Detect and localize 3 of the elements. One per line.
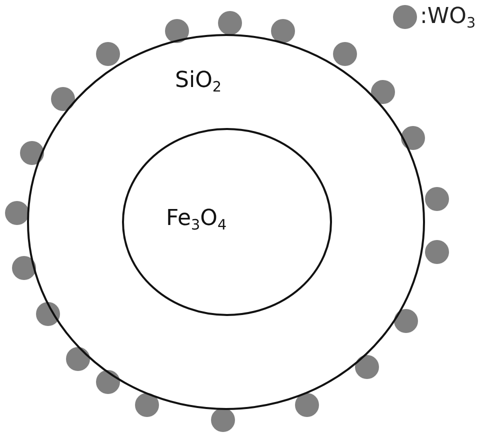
legend-label: :WO$_{3}$ xyxy=(420,6,476,31)
core-label: Fe$_{3}$O$_{4}$ xyxy=(166,208,227,233)
shell-label: SiO$_{2}$ xyxy=(175,70,222,95)
